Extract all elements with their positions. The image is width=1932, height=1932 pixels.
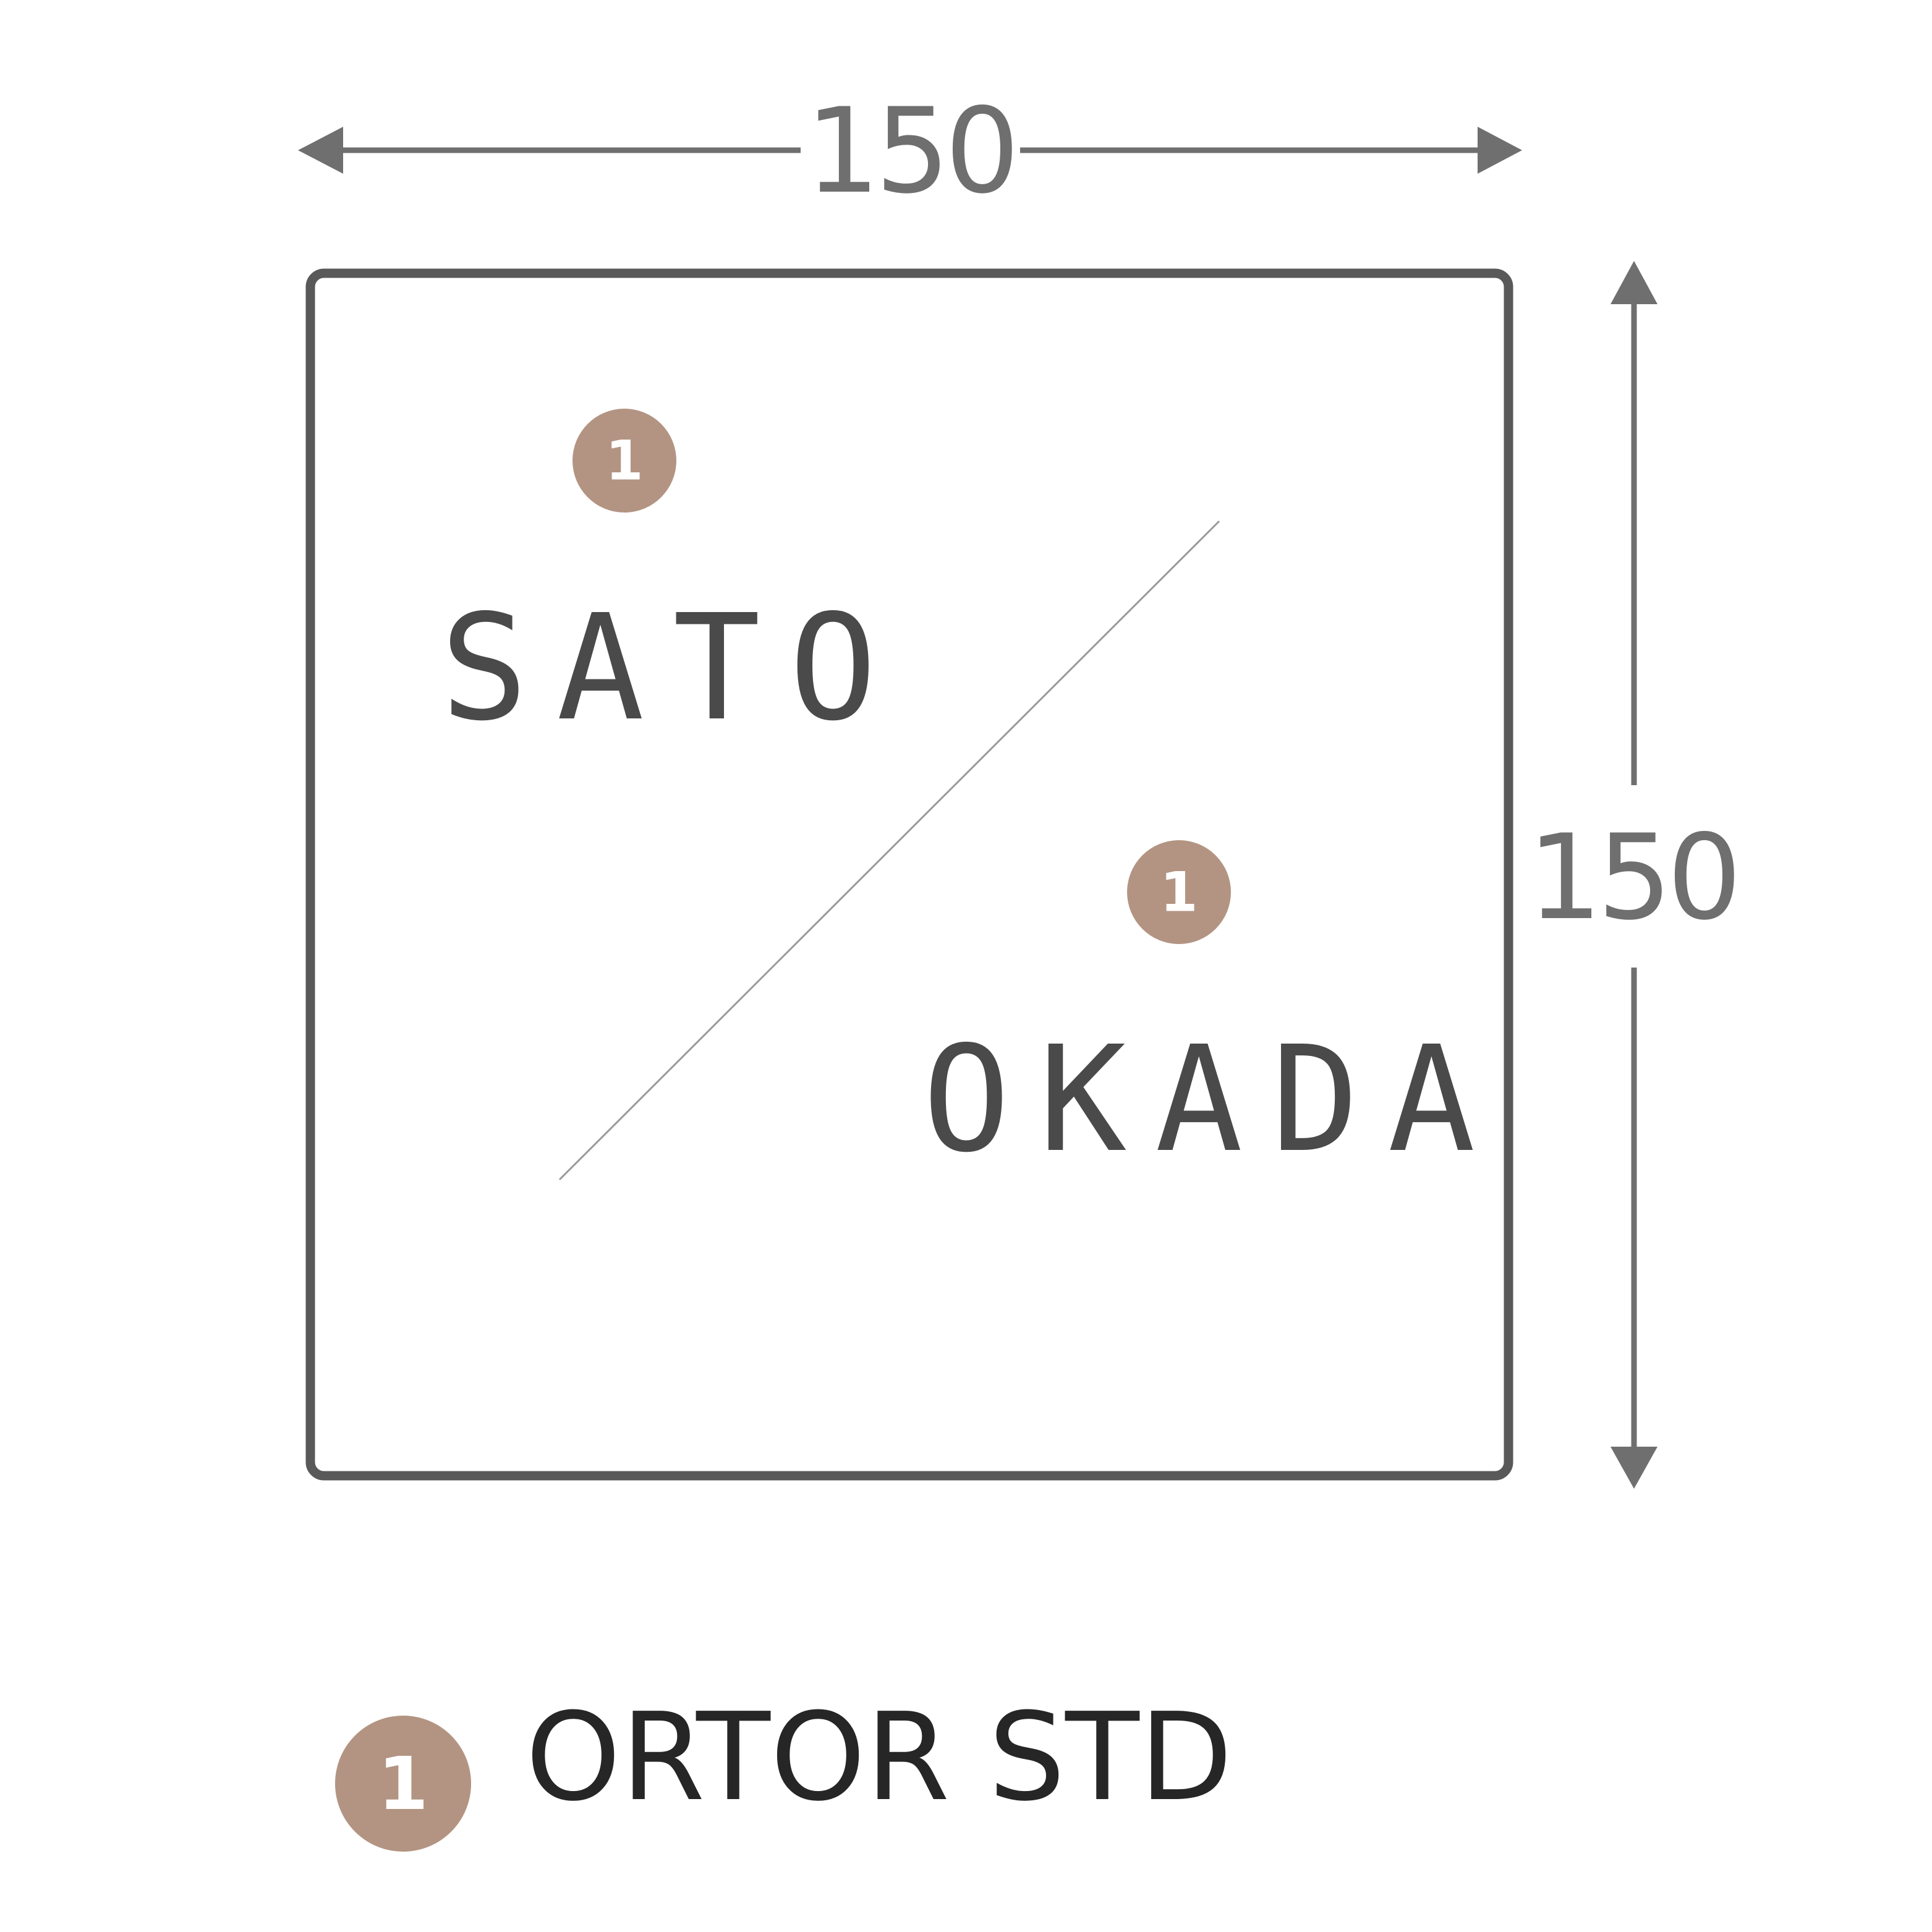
legend-marker: 1: [378, 1741, 428, 1826]
plate-outline: [305, 268, 1513, 1481]
arrow-down-icon: [1611, 1447, 1658, 1489]
badge-number: 1: [1160, 861, 1198, 924]
name-font-badge-upper: 1: [572, 409, 676, 513]
name-upper: SATO: [440, 583, 905, 753]
badge-number: 1: [605, 429, 643, 493]
numbered-circle-icon: [1127, 840, 1231, 944]
font-legend: 1 ORTOR STD: [335, 1687, 1233, 1852]
numbered-circle-icon: [335, 1716, 471, 1852]
legend-label: ORTOR STD: [526, 1687, 1233, 1828]
name-lower: OKADA: [922, 1015, 1504, 1185]
diagonal-divider: [558, 520, 1220, 1181]
name-font-badge-lower: 1: [1127, 840, 1231, 944]
arrow-left-icon: [298, 127, 343, 174]
width-label: 150: [806, 83, 1015, 219]
arrow-right-icon: [1478, 127, 1522, 174]
numbered-circle-icon: [572, 409, 676, 513]
height-label: 150: [1528, 809, 1737, 946]
arrow-up-icon: [1611, 261, 1658, 304]
height-dimension: 150: [1528, 261, 1742, 1489]
width-dimension: 150: [298, 83, 1522, 219]
